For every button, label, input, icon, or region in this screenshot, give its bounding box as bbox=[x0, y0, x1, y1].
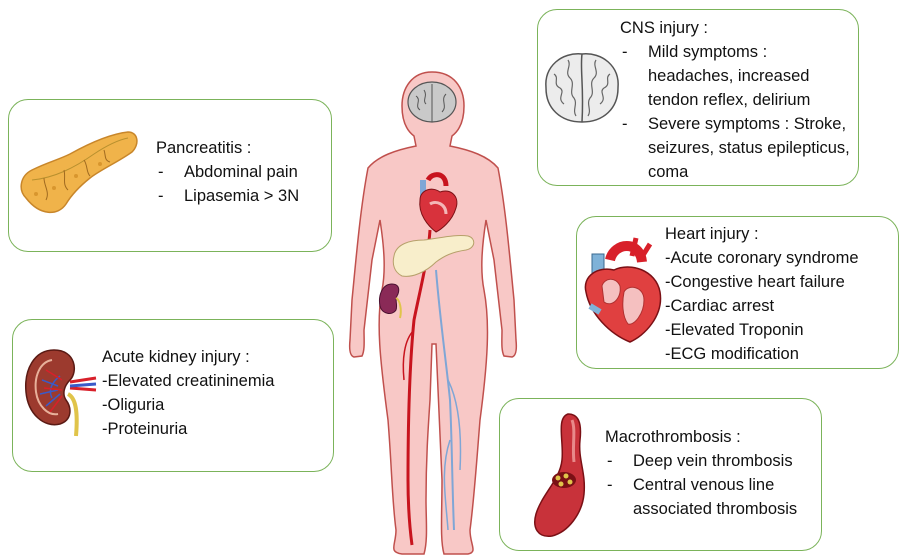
list-item: Cardiac arrest bbox=[665, 294, 895, 318]
body-brain-icon bbox=[407, 81, 457, 123]
brain-icon bbox=[545, 53, 619, 123]
pancreatitis-title: Pancreatitis : bbox=[156, 139, 252, 157]
blood-vessel-thrombus-icon bbox=[534, 413, 586, 537]
kidney-list: Elevated creatininemia Oliguria Proteinu… bbox=[102, 369, 332, 441]
list-item: Central venous line associated thrombosi… bbox=[605, 473, 820, 521]
human-body-illustration bbox=[348, 71, 518, 555]
list-item: Congestive heart failure bbox=[665, 270, 895, 294]
list-item: Severe symptoms : Stroke, seizures, stat… bbox=[620, 112, 852, 184]
vein-branch bbox=[443, 379, 462, 531]
body-pancreas-icon bbox=[392, 235, 475, 277]
kidney-text: Acute kidney injury : Elevated creatinin… bbox=[102, 345, 332, 441]
list-item: Mild symptoms : headaches, increased ten… bbox=[620, 40, 852, 112]
list-item: Elevated Troponin bbox=[665, 318, 895, 342]
list-item: Oliguria bbox=[102, 393, 332, 417]
heart-icon bbox=[584, 237, 662, 343]
heart-title: Heart injury : bbox=[665, 225, 759, 243]
list-item: Deep vein thrombosis bbox=[605, 449, 820, 473]
cns-title: CNS injury : bbox=[620, 19, 709, 37]
list-item: ECG modification bbox=[665, 342, 895, 366]
kidney-title: Acute kidney injury : bbox=[102, 348, 250, 366]
macrothrombosis-list: Deep vein thrombosis Central venous line… bbox=[605, 449, 820, 521]
cns-list: Mild symptoms : headaches, increased ten… bbox=[620, 40, 852, 184]
pancreas-icon bbox=[20, 131, 138, 213]
kidney-icon bbox=[25, 349, 97, 437]
cns-text: CNS injury : Mild symptoms : headaches, … bbox=[620, 16, 852, 184]
list-item: Lipasemia > 3N bbox=[156, 184, 326, 208]
pancreatitis-text: Pancreatitis : Abdominal pain Lipasemia … bbox=[156, 136, 326, 208]
body-silhouette bbox=[348, 71, 518, 555]
artery-line bbox=[406, 229, 432, 546]
body-heart-icon bbox=[419, 172, 458, 233]
list-item: Proteinuria bbox=[102, 417, 332, 441]
heart-list: Acute coronary syndrome Congestive heart… bbox=[665, 246, 895, 366]
artery-branch bbox=[402, 329, 415, 381]
heart-text: Heart injury : Acute coronary syndrome C… bbox=[665, 222, 895, 366]
list-item: Abdominal pain bbox=[156, 160, 326, 184]
pancreatitis-list: Abdominal pain Lipasemia > 3N bbox=[156, 160, 326, 208]
list-item: Acute coronary syndrome bbox=[665, 246, 895, 270]
list-item: Elevated creatininemia bbox=[102, 369, 332, 393]
body-kidney-icon bbox=[379, 283, 402, 319]
macrothrombosis-text: Macrothrombosis : Deep vein thrombosis C… bbox=[605, 425, 820, 521]
macrothrombosis-title: Macrothrombosis : bbox=[605, 428, 741, 446]
vein-line bbox=[435, 269, 455, 531]
